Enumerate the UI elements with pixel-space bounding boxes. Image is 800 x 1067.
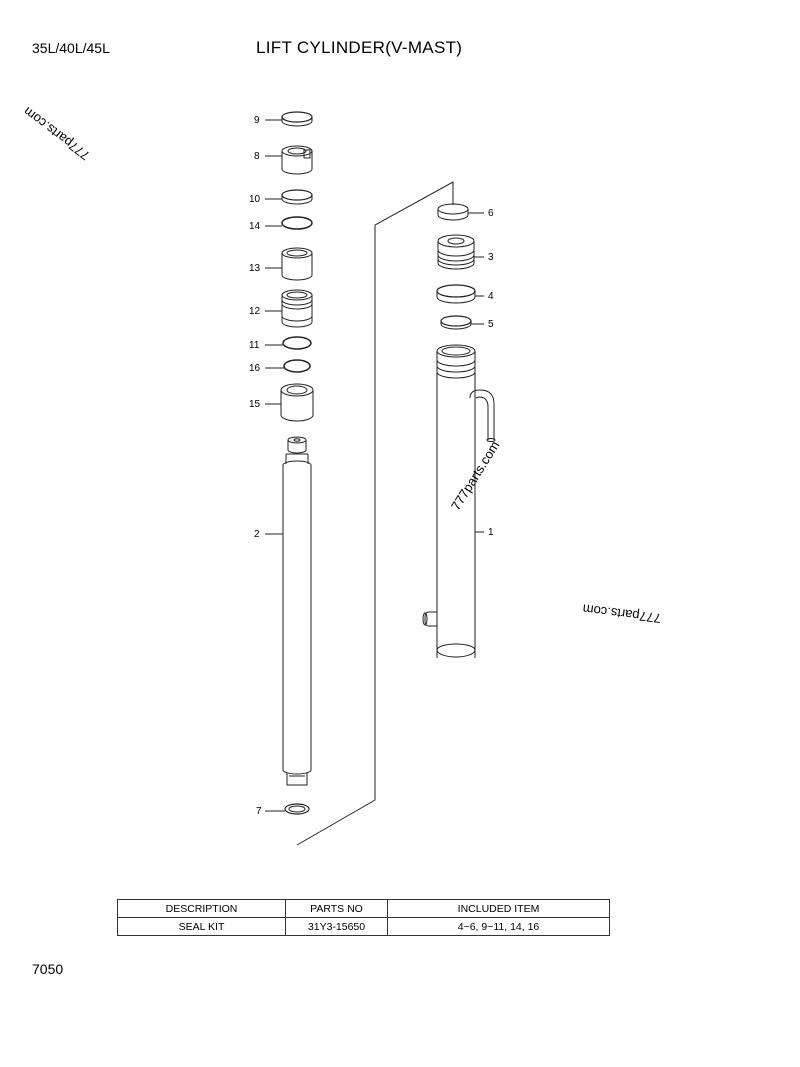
part-2-piston-rod bbox=[282, 436, 312, 786]
callout-11: 11 bbox=[249, 340, 260, 351]
part-5-backup-ring bbox=[440, 315, 472, 330]
callout-16: 16 bbox=[249, 363, 261, 374]
table-header-row: DESCRIPTION PARTS NO INCLUDED ITEM bbox=[117, 899, 610, 918]
model-label: 35L/40L/45L bbox=[32, 40, 110, 56]
part-13-bushing bbox=[281, 247, 313, 281]
callout-3: 3 bbox=[488, 252, 494, 263]
callout-15: 15 bbox=[249, 399, 261, 410]
cell-description: SEAL KIT bbox=[117, 917, 286, 936]
part-15-stop-ring bbox=[280, 383, 314, 422]
part-3-gland bbox=[437, 234, 475, 270]
callout-1: 1 bbox=[488, 527, 494, 538]
page-number: 7050 bbox=[32, 961, 64, 977]
leader-lines bbox=[265, 119, 484, 812]
callout-10: 10 bbox=[249, 194, 261, 205]
part-10-ring bbox=[281, 189, 313, 205]
callout-2: 2 bbox=[254, 529, 260, 540]
seal-kit-table: DESCRIPTION PARTS NO INCLUDED ITEM SEAL … bbox=[117, 899, 610, 936]
callout-14: 14 bbox=[249, 221, 261, 232]
callout-4: 4 bbox=[488, 291, 494, 302]
part-11-o-ring bbox=[282, 336, 312, 350]
column-header-included-item: INCLUDED ITEM bbox=[387, 899, 610, 918]
part-12-piston bbox=[281, 289, 313, 328]
callout-9: 9 bbox=[254, 115, 260, 126]
callout-13: 13 bbox=[249, 263, 261, 274]
cell-parts-no: 31Y3-15650 bbox=[285, 917, 388, 936]
part-16-backup-ring bbox=[283, 359, 311, 373]
callout-6: 6 bbox=[488, 208, 494, 219]
column-header-description: DESCRIPTION bbox=[117, 899, 286, 918]
part-1-cylinder-tube bbox=[422, 344, 496, 658]
callout-7: 7 bbox=[256, 806, 262, 817]
cell-included-item: 4~6, 9~11, 14, 16 bbox=[387, 917, 610, 936]
callout-5: 5 bbox=[488, 319, 494, 330]
callout-8: 8 bbox=[254, 151, 260, 162]
part-4-u-packing bbox=[436, 284, 476, 304]
part-8-cylinder-head bbox=[281, 145, 313, 175]
part-9-seal-ring bbox=[281, 111, 313, 127]
callout-12: 12 bbox=[249, 306, 261, 317]
part-6-dust-wiper bbox=[437, 203, 469, 221]
table-row: SEAL KIT 31Y3-15650 4~6, 9~11, 14, 16 bbox=[117, 917, 610, 936]
part-14-o-ring bbox=[281, 216, 313, 230]
column-header-parts-no: PARTS NO bbox=[285, 899, 388, 918]
part-7-snap-ring bbox=[284, 803, 310, 815]
page-title: LIFT CYLINDER(V-MAST) bbox=[256, 38, 463, 57]
connector-frame-line bbox=[296, 181, 454, 846]
